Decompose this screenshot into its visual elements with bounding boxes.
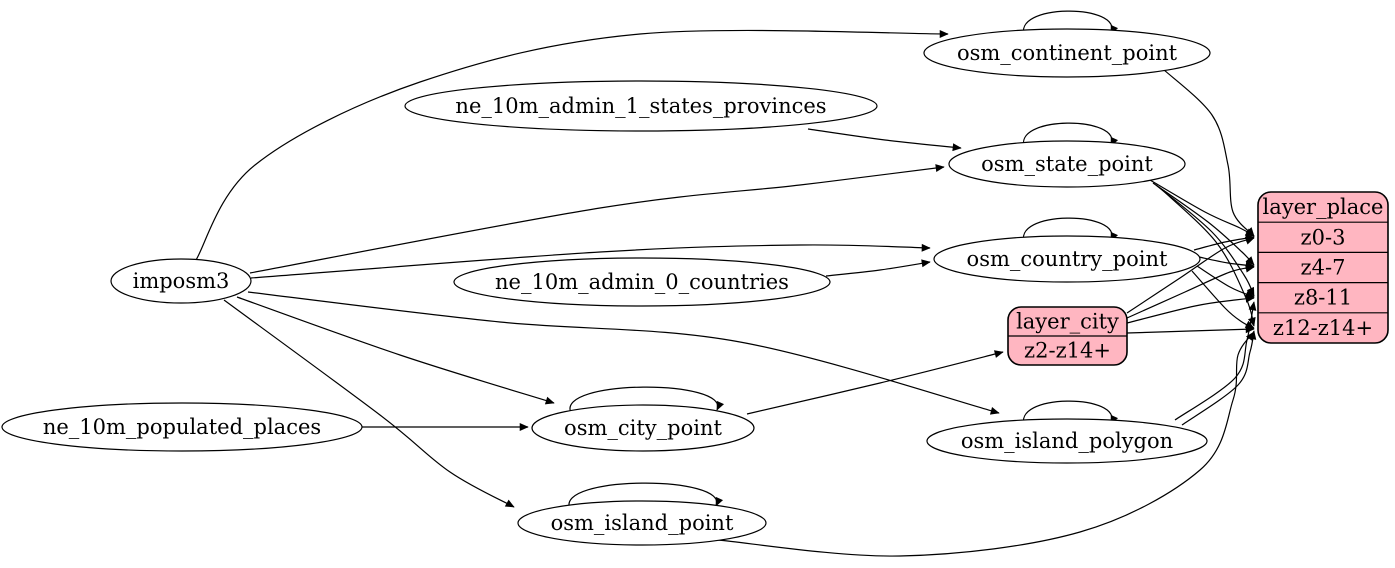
node-osm_island_point: osm_island_point — [517, 500, 767, 546]
nodes: imposm3 osm_continent_point ne_10m_admin_1… — [1, 28, 1389, 546]
edge-osm_continent_point-self-loop — [1022, 10, 1118, 38]
edge-osm_island_point-self-loop — [568, 482, 723, 510]
edge-osm_island_polygon-to-layer_place-row3 — [1174, 301, 1257, 421]
osm_state_point-shape — [948, 140, 1186, 188]
layer_city-row-1: z2-z14+ — [1024, 339, 1111, 363]
layer_city-row-header: layer_city — [1016, 310, 1119, 334]
edges — [195, 10, 1257, 557]
edge-ne_10m_admin_0_countries-to-osm_country_point — [825, 259, 931, 277]
layer_place-row-4: z12-z14+ — [1273, 316, 1373, 340]
edge-osm_continent_point-to-layer_place-row1 — [1162, 68, 1255, 237]
ne_10m_populated_places-shape — [1, 402, 363, 452]
ne_10m_populated_places-label: ne_10m_populated_places — [43, 415, 321, 439]
edge-imposm3-to-osm_continent_point — [195, 29, 949, 261]
node-osm_city_point: osm_city_point — [531, 404, 755, 452]
osm_city_point-label: osm_city_point — [564, 416, 722, 440]
node-layer_place: layer_place z0-3 z4-7 z8-11 z12-z14+ — [1257, 191, 1389, 344]
node-osm_country_point: osm_country_point — [933, 235, 1201, 283]
node-osm_state_point: osm_state_point — [948, 140, 1186, 188]
node-ne_10m_admin_0_countries: ne_10m_admin_0_countries — [453, 257, 831, 307]
node-imposm3: imposm3 — [110, 258, 252, 304]
edge-ne_10m_admin_1_states_provinces-to-osm_state_point — [807, 128, 962, 152]
node-ne_10m_populated_places: ne_10m_populated_places — [1, 402, 363, 452]
edge-osm_island_point-to-layer_place-row4 — [717, 331, 1255, 557]
edge-osm_country_point-to-layer_place-row3 — [1196, 265, 1255, 298]
edge-imposm3-to-osm_city_point — [236, 296, 555, 405]
ne_10m_admin_0_countries-label: ne_10m_admin_0_countries — [495, 270, 789, 294]
osm_island_polygon-label: osm_island_polygon — [961, 429, 1173, 453]
osm_city_point-shape — [531, 404, 755, 452]
node-layer_city: layer_city z2-z14+ — [1007, 306, 1128, 366]
node-osm_continent_point: osm_continent_point — [923, 28, 1211, 78]
ne_10m_admin_0_countries-shape — [453, 257, 831, 307]
osm_state_point-label: osm_state_point — [981, 152, 1153, 176]
edge-layer_city-to-layer_place-row2 — [1126, 264, 1255, 319]
osm_island_point-shape — [517, 500, 767, 546]
layer_place-row-2: z4-7 — [1301, 256, 1346, 280]
edge-osm_country_point-to-layer_place-row4 — [1191, 270, 1255, 329]
osm_island_polygon-shape — [926, 418, 1208, 464]
ne_10m_admin_1_states_provinces-label: ne_10m_admin_1_states_provinces — [455, 94, 826, 118]
osm_continent_point-shape — [923, 28, 1211, 78]
layer_place-row-3: z8-11 — [1294, 286, 1352, 310]
node-osm_island_polygon: osm_island_polygon — [926, 418, 1208, 464]
edge-osm_city_point-to-layer_city-row1 — [746, 350, 1004, 415]
edge-layer_city-to-layer_place-row3 — [1126, 294, 1255, 324]
edge-osm_state_point-to-layer_place-row1 — [1149, 179, 1255, 237]
edge-imposm3-to-osm_country_point — [250, 243, 931, 279]
osm_country_point-label: osm_country_point — [967, 247, 1168, 271]
edge-osm_state_point-to-layer_place-row2 — [1152, 182, 1255, 266]
layer_place-row-1: z0-3 — [1301, 225, 1346, 249]
edge-osm_city_point-self-loop — [569, 386, 724, 414]
edge-layer_city-to-layer_place-row4 — [1126, 325, 1255, 334]
layer_place-row-header: layer_place — [1263, 195, 1384, 219]
layer_place-shape — [1257, 191, 1389, 344]
osm_continent_point-label: osm_continent_point — [957, 41, 1178, 65]
edge-osm_state_point-self-loop — [1022, 122, 1118, 150]
osm_country_point-shape — [933, 235, 1201, 283]
imposm3-label: imposm3 — [133, 269, 230, 293]
imposm3-shape — [110, 258, 252, 304]
edge-layer_city-to-layer_place-row1 — [1126, 237, 1255, 314]
edge-osm_state_point-to-layer_place-row3 — [1155, 184, 1255, 297]
node-ne_10m_admin_1_states_provinces: ne_10m_admin_1_states_provinces — [404, 80, 878, 132]
edge-imposm3-to-osm_island_point — [223, 299, 515, 508]
edge-osm_country_point-self-loop — [1022, 217, 1118, 245]
edge-imposm3-to-osm_state_point — [249, 164, 945, 274]
osm_island_point-label: osm_island_point — [551, 511, 734, 535]
ne_10m_admin_1_states_provinces-shape — [404, 80, 878, 132]
edge-osm_island_polygon-self-loop — [1022, 400, 1118, 428]
edge-imposm3-to-osm_island_polygon — [247, 291, 1000, 415]
